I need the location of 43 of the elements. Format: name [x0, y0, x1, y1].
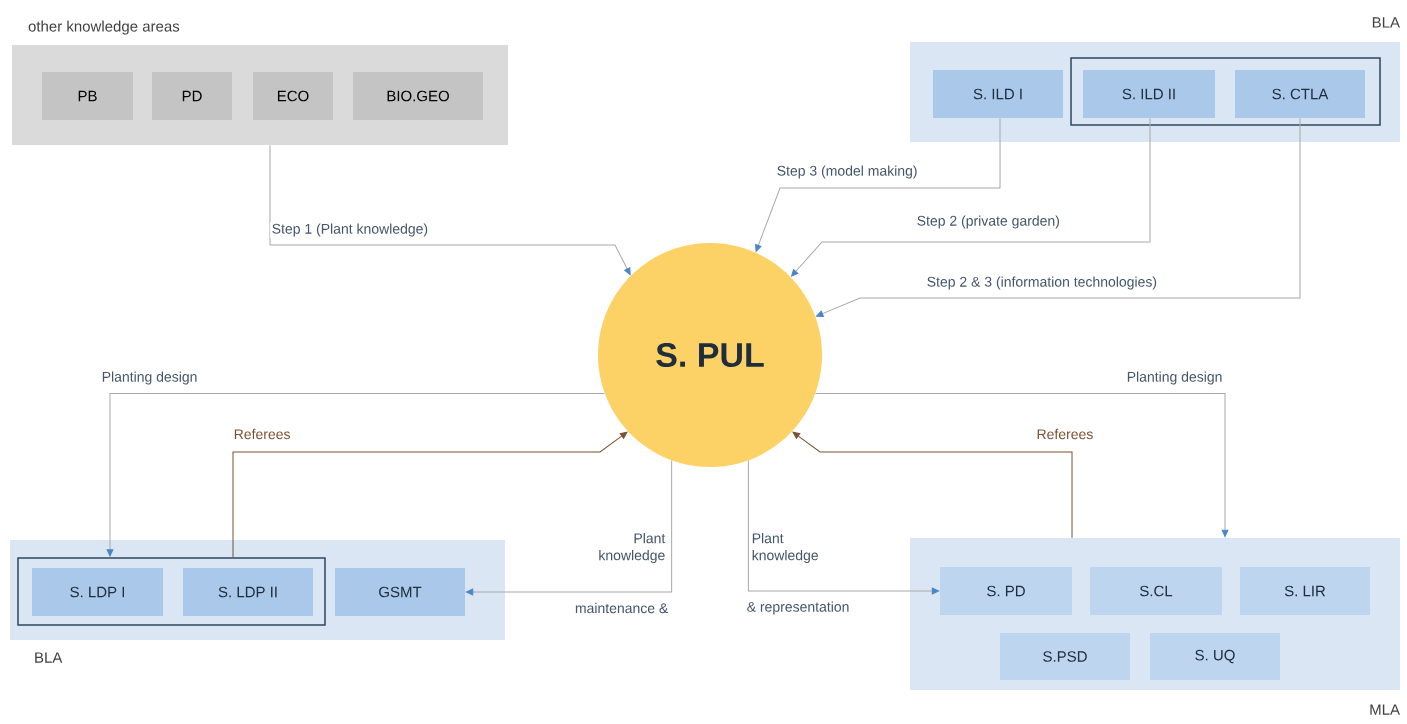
- course-box: S. CTLA: [1235, 70, 1365, 118]
- arrow: [816, 117, 1301, 317]
- node-label: other knowledge areas: [28, 20, 180, 35]
- arrow: [232, 431, 628, 558]
- arrow: [106, 392, 606, 557]
- arrow: [269, 144, 631, 276]
- edge-label: Planting design: [100, 370, 199, 387]
- edge-label: Step 2 (private garden): [915, 214, 1062, 231]
- arrow: [791, 117, 1151, 277]
- course-box: S.PSD: [1000, 633, 1130, 680]
- course-box: GSMT: [335, 568, 465, 616]
- node-label: BLA: [1372, 17, 1400, 28]
- frame-box: [17, 557, 326, 626]
- arrow: [755, 117, 1001, 252]
- frame-box: [1070, 57, 1381, 126]
- course-box: S. LDP II: [183, 568, 313, 616]
- course-box: ECO: [253, 72, 333, 120]
- edge-label: Step 2 & 3 (information technologies): [925, 275, 1159, 292]
- course-box: BIO.GEO: [353, 72, 483, 120]
- course-box: S.CL: [1090, 567, 1222, 615]
- node-label: BLA: [35, 652, 63, 663]
- course-box: S. LIR: [1240, 567, 1370, 615]
- note-text: maintenance &: [573, 601, 670, 615]
- note-text: & representation: [745, 600, 851, 617]
- arrow: [747, 459, 940, 595]
- course-box: S. ILD II: [1083, 70, 1215, 118]
- edge-label: Plant knowledge: [593, 531, 667, 565]
- arrow: [465, 459, 673, 596]
- course-box: PB: [42, 72, 133, 120]
- course-box: S. PD: [940, 567, 1072, 615]
- arrow: [792, 431, 1073, 539]
- edge-label: Step 3 (model making): [775, 164, 920, 181]
- course-box: PD: [152, 72, 232, 120]
- node-label: MLA: [1370, 704, 1400, 715]
- course-box: S. UQ: [1150, 633, 1280, 680]
- edge-label: Referees: [1035, 427, 1095, 441]
- edge-label: Planting design: [1125, 370, 1224, 387]
- course-box: S. ILD I: [933, 70, 1063, 118]
- edge-label: Plant knowledge: [750, 531, 824, 565]
- edge-label: Step 1 (Plant knowledge): [270, 222, 430, 239]
- edge-label: Referees: [232, 427, 292, 441]
- arrow: [814, 392, 1229, 538]
- course-box: S. LDP I: [32, 568, 163, 616]
